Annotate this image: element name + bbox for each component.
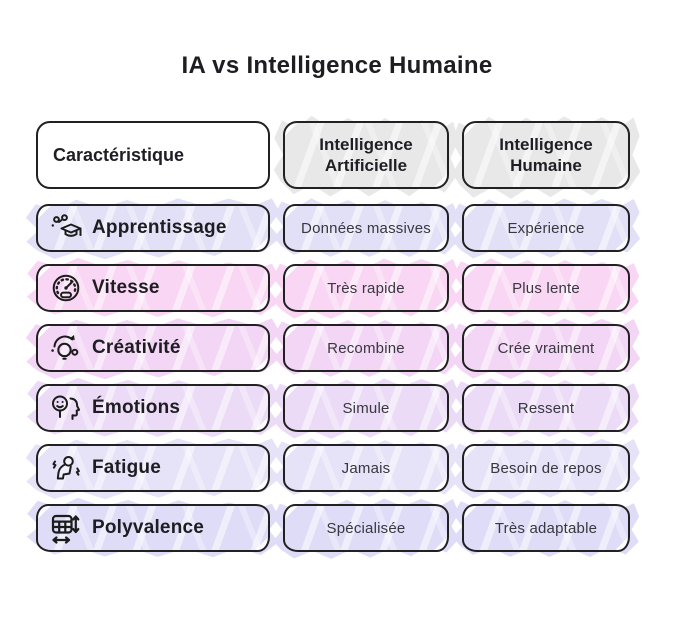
feature-cell-fatigue: Fatigue (36, 444, 270, 492)
value-cell-ai-creativite: Recombine (283, 324, 449, 372)
column-header: Intelligence Artificielle (319, 134, 413, 175)
feature-cell-apprentissage: Apprentissage (36, 204, 270, 252)
cell-value: Spécialisée (326, 519, 406, 537)
cell-value: Simule (342, 399, 390, 417)
cell-value: Crée vraiment (497, 339, 595, 357)
value-cell-ai-fatigue: Jamais (283, 444, 449, 492)
cell-value: Recombine (327, 339, 405, 357)
tired-person-icon (49, 453, 83, 483)
cell-value: Très rapide (327, 279, 405, 297)
value-cell-human-polyvalence: Très adaptable (462, 504, 630, 552)
feature-label: Polyvalence (92, 517, 205, 538)
feature-label: Fatigue (92, 457, 161, 478)
value-cell-ai-vitesse: Très rapide (283, 264, 449, 312)
value-cell-human-emotions: Ressent (462, 384, 630, 432)
feature-label: Apprentissage (92, 217, 227, 238)
value-cell-ai-emotions: Simule (283, 384, 449, 432)
lightbulb-refresh-icon (49, 333, 83, 363)
column-header: Intelligence Humaine (499, 134, 593, 175)
cell-value: Expérience (507, 219, 585, 237)
learning-icon (49, 213, 83, 243)
feature-label: Vitesse (92, 277, 160, 298)
feature-label: Émotions (92, 397, 181, 418)
value-cell-ai-polyvalence: Spécialisée (283, 504, 449, 552)
value-cell-human-vitesse: Plus lente (462, 264, 630, 312)
speedometer-icon (49, 273, 83, 303)
header-cell-intelligence-artificielle: Intelligence Artificielle (283, 121, 449, 192)
cell-value: Données massives (301, 219, 431, 237)
value-cell-human-fatigue: Besoin de repos (462, 444, 630, 492)
page-title: IA vs Intelligence Humaine (181, 52, 493, 79)
cell-value: Ressent (517, 399, 575, 417)
flexible-table-icon (49, 513, 83, 544)
value-cell-human-creativite: Crée vraiment (462, 324, 630, 372)
value-cell-human-apprentissage: Expérience (462, 204, 630, 252)
feature-cell-creativite: Créativité (36, 324, 270, 372)
comparison-table: Caractéristique Intelligence Artificiell… (36, 121, 630, 552)
column-header: Caractéristique (53, 144, 185, 165)
feature-label: Créativité (92, 337, 181, 358)
feature-cell-polyvalence: Polyvalence (36, 504, 270, 552)
value-cell-ai-apprentissage: Données massives (283, 204, 449, 252)
header-cell-intelligence-humaine: Intelligence Humaine (462, 121, 630, 192)
cell-value: Besoin de repos (490, 459, 602, 477)
cell-value: Jamais (341, 459, 391, 477)
feature-cell-vitesse: Vitesse (36, 264, 270, 312)
cell-value: Très adaptable (494, 519, 598, 537)
smiley-head-icon (49, 393, 83, 423)
feature-cell-emotions: Émotions (36, 384, 270, 432)
cell-value: Plus lente (512, 279, 580, 297)
header-cell-caracteristique: Caractéristique (36, 121, 270, 192)
